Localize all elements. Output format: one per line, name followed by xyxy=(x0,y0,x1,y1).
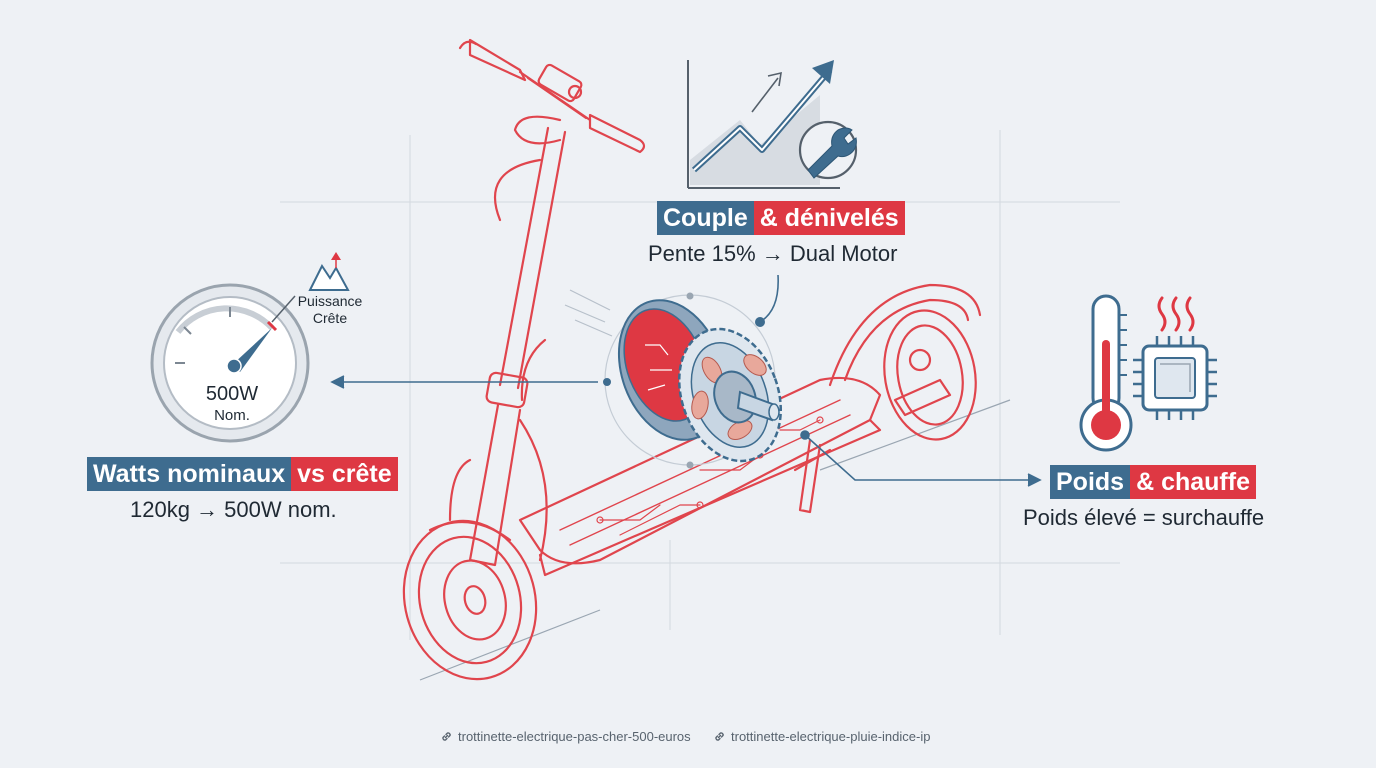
watts-title-part1: Watts nominaux xyxy=(87,457,292,491)
poids-title-part2: & chauffe xyxy=(1130,465,1256,499)
kickstand xyxy=(798,438,822,514)
scooter-frame xyxy=(402,38,982,681)
gauge-peak-label: Puissance Crête xyxy=(297,293,363,326)
right-grip xyxy=(588,113,646,154)
rear-wheel xyxy=(883,309,977,441)
watts-callout-title: Watts nominaux vs crête xyxy=(87,457,398,491)
couple-callout-title: Couple & dénivelés xyxy=(657,201,905,235)
connector-lines xyxy=(330,274,1042,487)
brake-cable xyxy=(513,115,562,145)
link-icon xyxy=(442,732,451,741)
gauge-center-value: 500W xyxy=(205,383,259,405)
gauge-center-unit: Nom. xyxy=(214,407,250,424)
bell xyxy=(567,84,583,100)
footer-link-2-text[interactable]: trottinette-electrique-pluie-indice-ip xyxy=(731,729,931,744)
hub-motor-icon xyxy=(564,289,782,469)
speed-gauge-icon xyxy=(150,283,310,443)
stem-left xyxy=(498,126,550,387)
growth-chart-icon xyxy=(687,60,840,189)
heat-chip-icon xyxy=(1133,296,1217,420)
rear-fender xyxy=(828,283,982,387)
footer-link-2[interactable]: trottinette-electrique-pluie-indice-ip xyxy=(713,729,930,744)
display xyxy=(537,63,583,103)
thermometer-icon xyxy=(1079,294,1133,452)
wrench-icon xyxy=(798,120,858,180)
front-fender xyxy=(428,520,512,542)
poids-subtitle: Poids élevé = surchauffe xyxy=(1023,505,1265,530)
couple-subtitle: Pente 15% → Dual Motor xyxy=(648,241,898,266)
poids-callout-title: Poids & chauffe xyxy=(1050,465,1256,499)
left-grip xyxy=(468,38,527,82)
couple-title-part2: & dénivelés xyxy=(753,201,905,235)
deck-side xyxy=(538,418,882,577)
watts-subtitle: 120kg → 500W nom. xyxy=(130,497,337,522)
watts-title-part2: vs crête xyxy=(291,457,398,491)
couple-title-part1: Couple xyxy=(657,201,754,235)
poids-title-part1: Poids xyxy=(1050,465,1131,499)
footer-link-1-text[interactable]: trottinette-electrique-pas-cher-500-euro… xyxy=(458,729,691,744)
mountain-icon xyxy=(308,252,350,291)
stem-collar xyxy=(485,371,529,409)
footer-link-1[interactable]: trottinette-electrique-pas-cher-500-euro… xyxy=(440,729,691,744)
link-icon xyxy=(715,732,724,741)
